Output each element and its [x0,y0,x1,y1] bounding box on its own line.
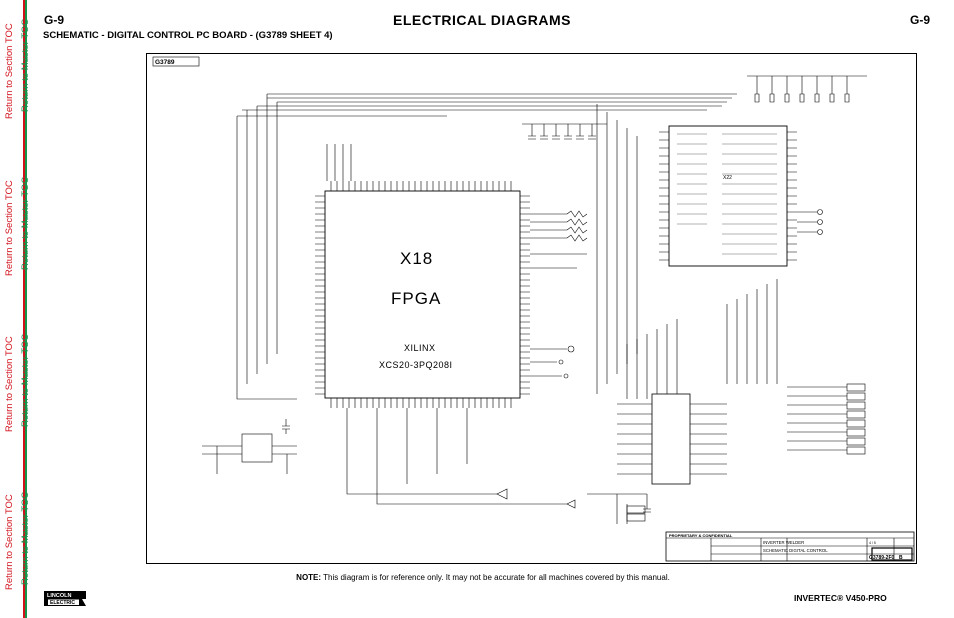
return-to-section-toc-link-1[interactable]: Return to Section TOC [4,23,15,119]
title-block-product: INVERTER WELDER [763,540,804,545]
sheet-tag: G3789 [155,59,175,66]
diagram-subtitle: SCHEMATIC - DIGITAL CONTROL PC BOARD - (… [43,30,333,41]
title-block-subject: SCHEMATIC DIGITAL CONTROL [763,548,828,553]
return-to-master-toc-link-4[interactable]: Return to Master TOC [20,491,31,585]
note-text: This diagram is for reference only. It m… [321,573,670,582]
schematic-drawing: G3789 X18 FPGA XILINX XCS20-3PQ208I X22 … [152,56,915,562]
logo-brand-line2: ELECTRIC [50,600,75,606]
return-to-section-toc-link-2[interactable]: Return to Section TOC [4,180,15,276]
fpga-part: XCS20-3PQ208I [379,360,453,370]
page-title: ELECTRICAL DIAGRAMS [392,12,572,28]
mcu-ref: X22 [723,175,732,181]
proprietary-label: PROPRIETARY & CONFIDENTIAL [669,533,733,538]
return-to-section-toc-link-3[interactable]: Return to Section TOC [4,336,15,432]
page-code-left: G-9 [44,13,65,27]
title-block-revision: B [899,555,903,561]
logo-brand-line1: LINCOLN [47,593,71,599]
note-label: NOTE: [296,573,322,582]
fpga-label: FPGA [391,289,441,308]
lincoln-electric-logo: LINCOLN ELECTRIC [44,591,86,606]
title-block-page: 4 / 5 [869,541,876,545]
page-code-right: G-9 [909,13,930,27]
return-to-master-toc-link-2[interactable]: Return to Master TOC [20,176,31,270]
toc-master-bar [25,0,38,618]
fpga-ref: X18 [400,249,433,268]
reference-note: NOTE: This diagram is for reference only… [0,573,954,582]
schematic-diagram: G3789 X18 FPGA XILINX XCS20-3PQ208I X22 … [146,53,917,564]
model-name: INVERTEC® V450-PRO [794,593,887,603]
title-block-drawing-number: G3789-2F0 [869,555,895,561]
return-to-master-toc-link-1[interactable]: Return to Master TOC [20,18,31,112]
return-to-master-toc-link-3[interactable]: Return to Master TOC [20,333,31,427]
fpga-maker: XILINX [404,343,436,353]
toc-section-bar [0,0,25,618]
